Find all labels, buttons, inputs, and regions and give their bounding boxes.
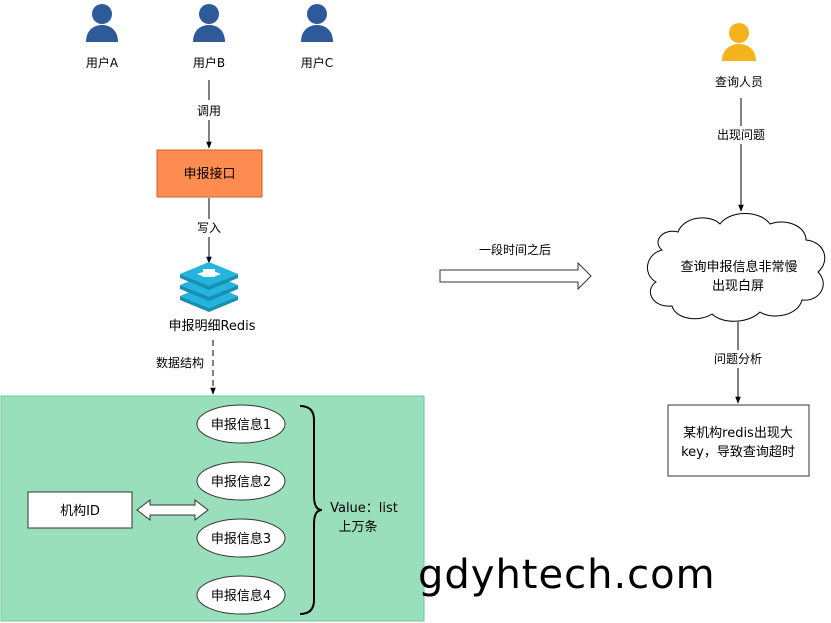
write-label: 写入 bbox=[197, 221, 221, 235]
analysis-label-bg bbox=[708, 350, 768, 368]
redis-label: 申报明细Redis bbox=[168, 319, 255, 334]
user-a-label: 用户A bbox=[86, 55, 119, 70]
query-person-label: 查询人员 bbox=[715, 75, 763, 89]
time-passes-label: 一段时间之后 bbox=[479, 242, 551, 257]
list-item-4[interactable]: 申报信息4 bbox=[196, 575, 286, 615]
key-box-label: 机构ID bbox=[60, 504, 100, 519]
cloud-line-1: 查询申报信息非常慢 bbox=[680, 259, 797, 275]
problem-label: 出现问题 bbox=[717, 128, 765, 142]
user-c-label: 用户C bbox=[301, 55, 333, 70]
write-label-bg bbox=[195, 219, 223, 237]
list-item-3-label: 申报信息3 bbox=[211, 531, 271, 547]
list-item-1[interactable]: 申报信息1 bbox=[196, 404, 286, 444]
list-item-2-label: 申报信息2 bbox=[211, 474, 271, 490]
list-item-2[interactable]: 申报信息2 bbox=[196, 461, 286, 501]
key-value-double-arrow bbox=[136, 498, 209, 522]
value-type-label: Value：list bbox=[330, 501, 398, 516]
list-brace bbox=[299, 405, 323, 615]
list-item-4-label: 申报信息4 bbox=[211, 588, 271, 604]
analysis-label: 问题分析 bbox=[714, 352, 762, 366]
conclusion-line-1: 某机构redis出现大 bbox=[683, 426, 793, 441]
api-box[interactable]: 申报接口 bbox=[156, 149, 263, 198]
slow-query-cloud bbox=[647, 213, 826, 322]
user-c-icon bbox=[301, 4, 333, 42]
data-structure-label: 数据结构 bbox=[156, 355, 204, 370]
user-a-icon bbox=[86, 4, 118, 42]
key-box[interactable]: 机构ID bbox=[27, 491, 133, 529]
user-c: 用户C bbox=[301, 4, 333, 70]
user-b: 用户B bbox=[193, 4, 225, 70]
cloud-line-2: 出现白屏 bbox=[712, 278, 764, 294]
watermark: gdyhtech.com bbox=[418, 552, 716, 598]
call-label-bg bbox=[197, 100, 223, 120]
time-passes-arrow bbox=[439, 261, 592, 291]
conclusion-line-2: key，导致查询超时 bbox=[681, 445, 795, 460]
call-label: 调用 bbox=[197, 104, 221, 118]
user-b-icon bbox=[193, 4, 225, 42]
user-a: 用户A bbox=[86, 4, 119, 70]
problem-label-bg bbox=[711, 126, 771, 144]
value-count-label: 上万条 bbox=[338, 519, 377, 535]
query-person-icon bbox=[722, 23, 756, 61]
redis-icon bbox=[180, 262, 238, 312]
list-item-3[interactable]: 申报信息3 bbox=[196, 518, 286, 558]
conclusion-box[interactable]: 某机构redis出现大 key，导致查询超时 bbox=[667, 404, 810, 477]
list-item-1-label: 申报信息1 bbox=[211, 417, 271, 433]
api-box-label: 申报接口 bbox=[183, 166, 235, 182]
user-b-label: 用户B bbox=[193, 55, 225, 70]
